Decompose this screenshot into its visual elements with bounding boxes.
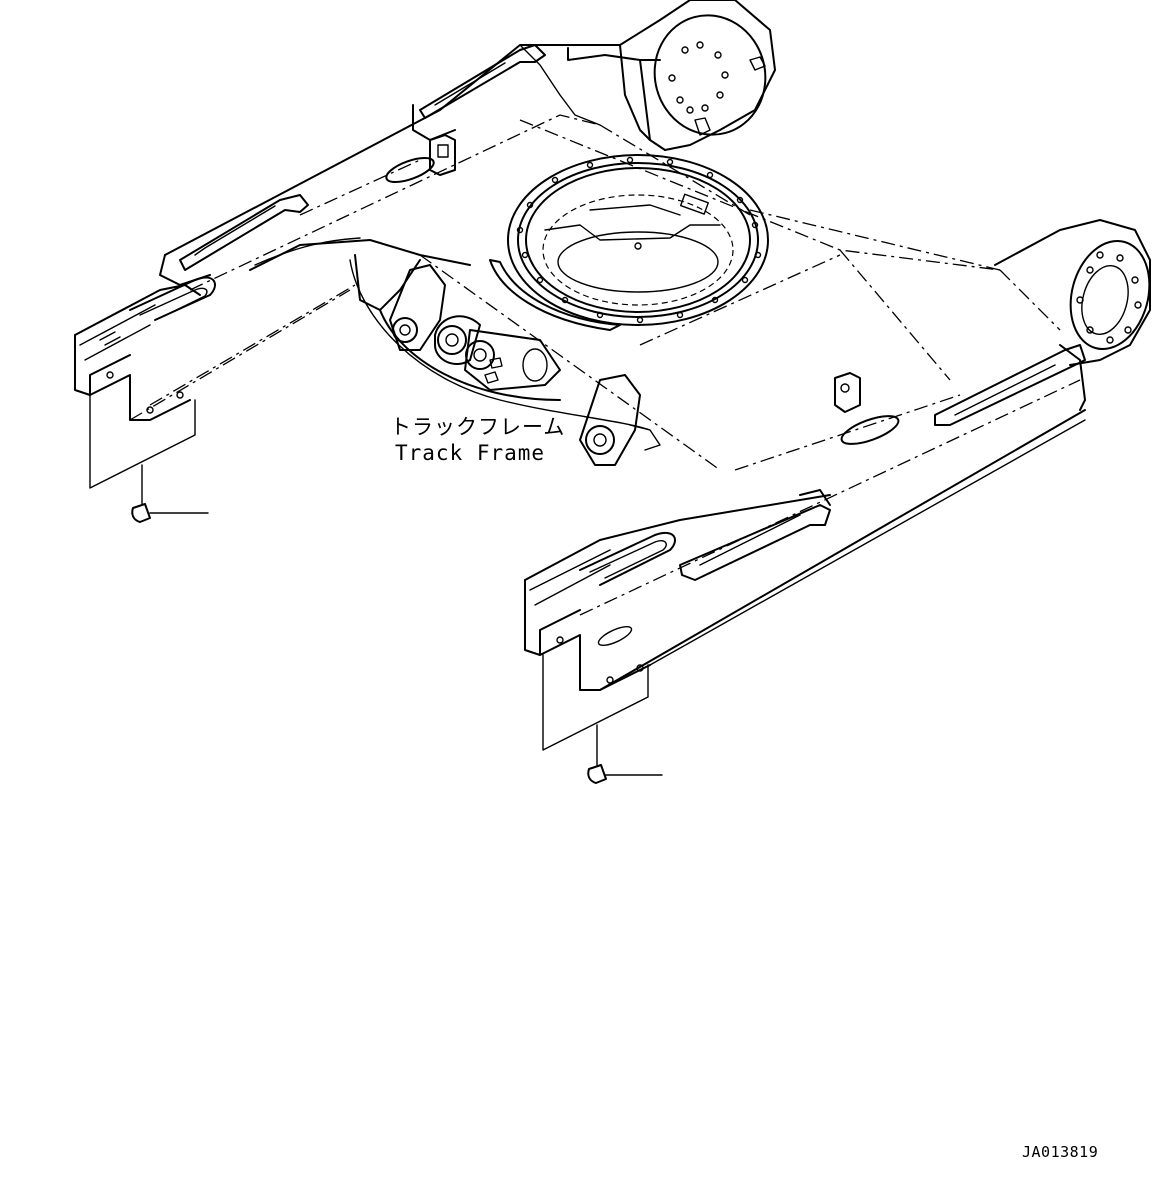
plug-icon (131, 503, 151, 523)
lower-side-frame (524, 209, 1151, 691)
center-body (249, 119, 1001, 471)
drawing-code: JA013819 (1022, 1143, 1098, 1161)
upper-side-frame (159, 0, 776, 291)
callout-right (542, 654, 663, 784)
swing-circle (507, 154, 769, 326)
plug-icon (587, 764, 607, 784)
upper-left-end (74, 276, 356, 421)
part-name-japanese: トラックフレーム (390, 415, 565, 439)
center-lugs (389, 264, 661, 466)
callout-left (89, 394, 209, 523)
part-name-english: Track Frame (395, 441, 545, 465)
swing-circle-bolts (516, 156, 762, 324)
